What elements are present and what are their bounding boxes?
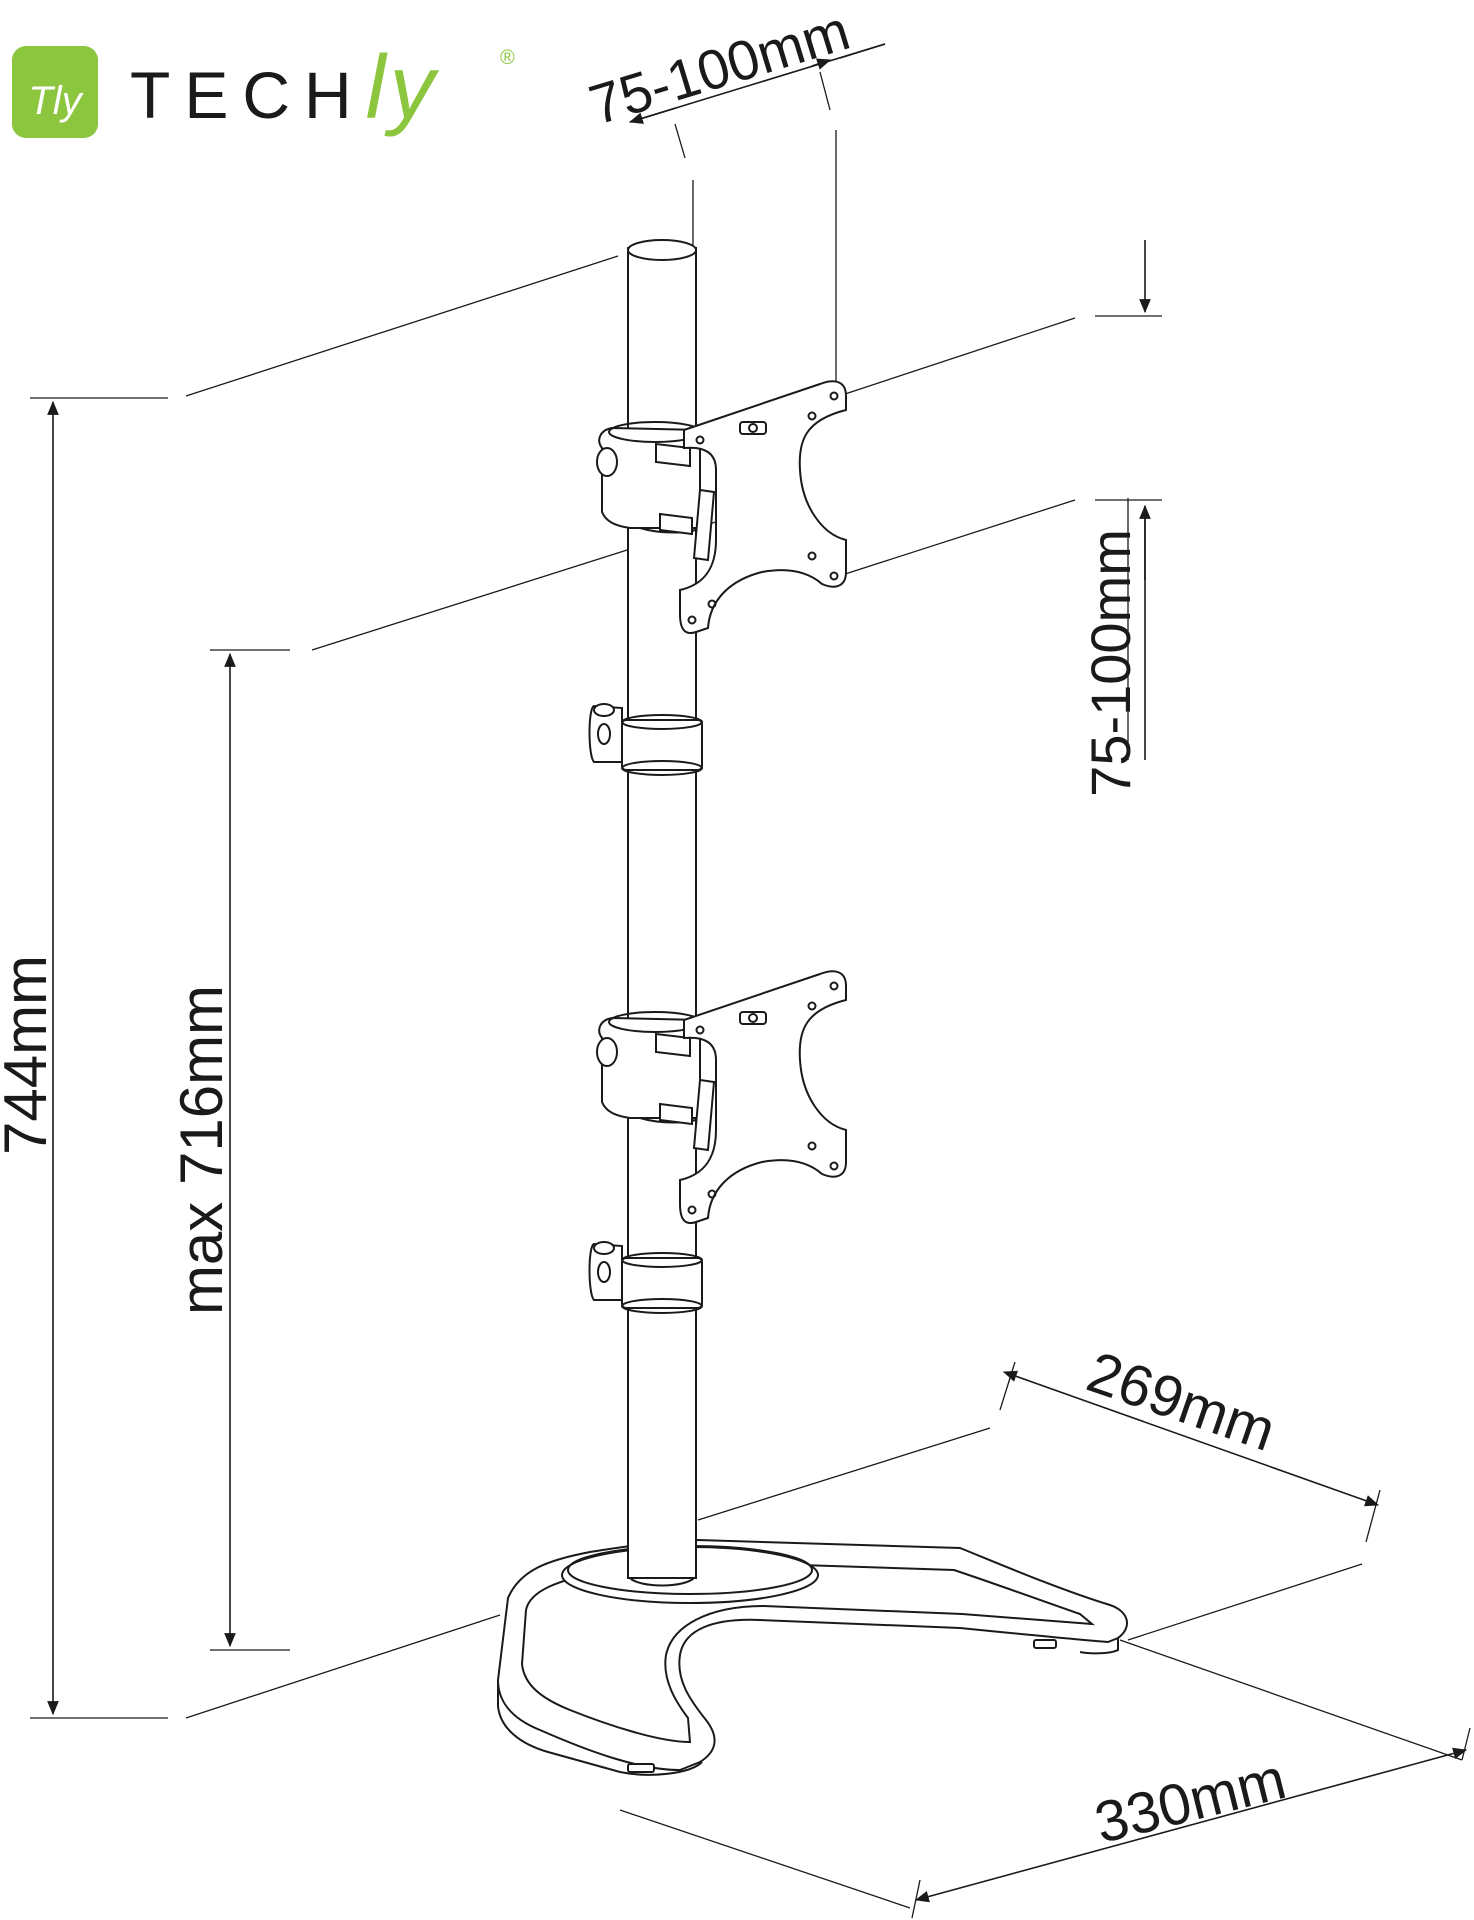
pole-clamps (588, 703, 703, 1314)
vesa-bracket-upper (596, 380, 847, 634)
vesa-vertical-label: 75-100mm (1079, 529, 1142, 797)
logo-wordmark-accent: ly (366, 38, 440, 138)
logo-wordmark-main: TECH (130, 58, 366, 132)
upper-clamp (588, 703, 703, 776)
lower-clamp (588, 1241, 703, 1314)
brand-logo: Tly TECHly ® (12, 38, 515, 138)
base-width-dim-line (914, 1747, 1468, 1903)
logo-wordmark: TECHly (130, 38, 440, 138)
vesa-bracket-lower (596, 970, 847, 1224)
dimension-lines (47, 43, 1468, 1903)
base-width-label: 330mm (1089, 1746, 1292, 1856)
logo-mark-icon (12, 46, 98, 138)
total-height-label: 744mm (0, 955, 59, 1155)
registered-mark: ® (500, 47, 515, 69)
vesa-horizontal-label: 75-100mm (582, 0, 856, 137)
base-depth-dim-line (1002, 1370, 1380, 1507)
stand-base (496, 1538, 1128, 1776)
logo-mark-letters: Tly (28, 79, 84, 123)
base-depth-label: 269mm (1079, 1339, 1283, 1463)
max-height-label: max 716mm (168, 985, 235, 1315)
extension-lines (30, 71, 1471, 1919)
